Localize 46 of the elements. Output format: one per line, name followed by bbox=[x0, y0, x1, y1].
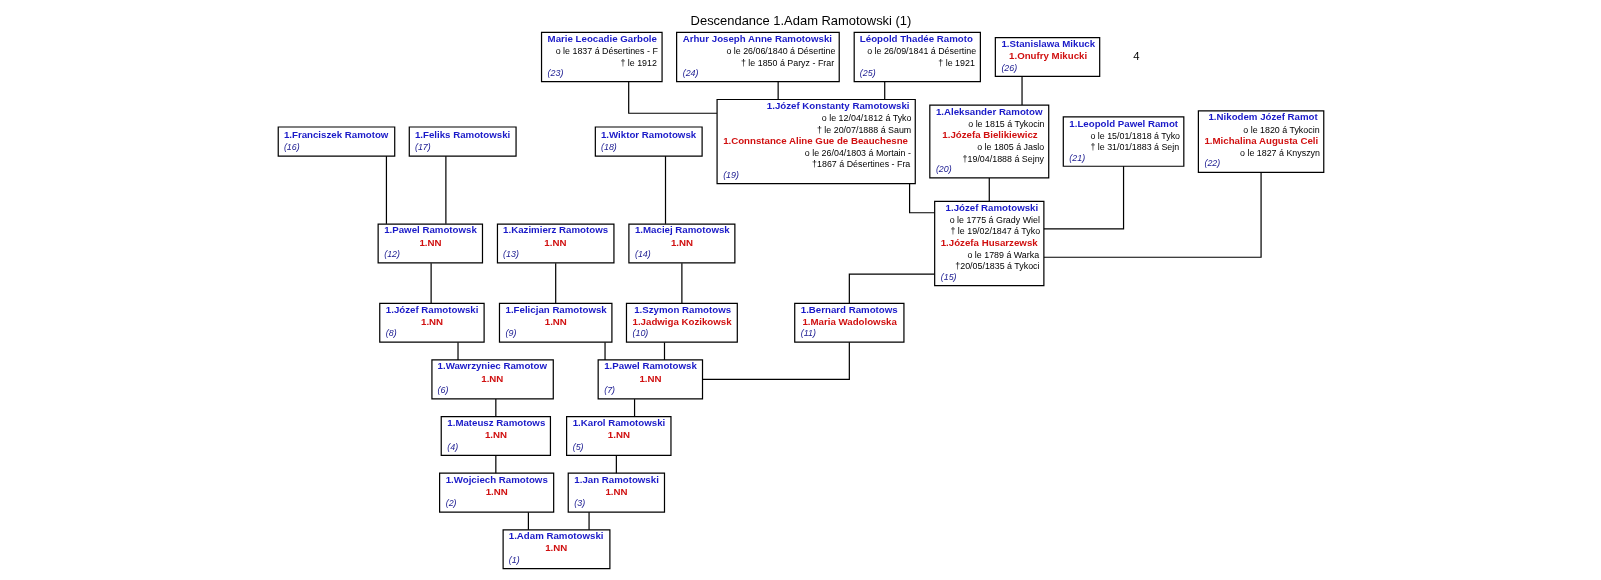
node-box: 1.Feliks Ramotowski (17) bbox=[408, 126, 517, 157]
node-box: 1.Józef Ramotowski o le 1775 á Grady Wiel † le 19/02/1847 á Tyko 1.Józefa Husarzewsk o le 1789 á Warka †20/05/1835 á Tykoci (15) bbox=[933, 200, 1044, 287]
node-box: Marie Leocadie Garbole o le 1837 á Désertines - F † le 1912 (23) bbox=[540, 31, 663, 83]
node-box: 1.Felicjan Ramotowsk 1.NN (9) bbox=[498, 302, 613, 343]
node-box: 1.Aleksander Ramotow o le 1815 á Tykocin 1.Józefa Bielikiewicz o le 1805 á Jaslo †19/04/1888 á Sejny (20) bbox=[928, 104, 1049, 179]
node-box: 1.Jan Ramotowski 1.NN (3) bbox=[567, 472, 665, 513]
connector bbox=[680, 262, 682, 304]
connector bbox=[430, 262, 432, 304]
connector bbox=[587, 511, 590, 531]
node-box: 1.Karol Ramotowski 1.NN (5) bbox=[565, 416, 672, 457]
node-box: 1.Nikodem Józef Ramot o le 1820 á Tykocin 1.Michalina Augusta Celi o le 1827 á Knyszyn (22) bbox=[1197, 110, 1324, 173]
node-box: 1.Pawel Ramotowsk 1.NN (12) bbox=[377, 223, 483, 264]
node-box: 1.Józef Ramotowski 1.NN (8) bbox=[378, 302, 485, 343]
node-box: 1.Wawrzyniec Ramotow 1.NN (6) bbox=[430, 359, 554, 400]
connector bbox=[701, 341, 850, 380]
node-box: 1.Stanislawa Mikuck 1.Onufry Mikucki (26) bbox=[994, 37, 1100, 78]
connector bbox=[777, 81, 779, 100]
connector bbox=[988, 177, 990, 202]
node-box: 1.Józef Konstanty Ramotowski o le 12/04/1812 á Tyko † le 20/07/1888 á Saum 1.Connstance Aline Gue de Beauchesne o le 26/04/1803 á Mortain - †1867 á Désertines - Fra (19) bbox=[715, 98, 916, 185]
connector bbox=[603, 341, 606, 361]
diagram-title: Descendance 1.Adam Ramotowski (1) bbox=[690, 12, 911, 28]
node-box: Arhur Joseph Anne Ramotowski o le 26/06/1840 á Désertine † le 1850 á Paryz - Frar (24) bbox=[675, 31, 840, 83]
connector bbox=[1020, 75, 1023, 106]
node-box: Léopold Thadée Ramoto o le 26/09/1841 á Désertine † le 1921 (25) bbox=[853, 31, 981, 83]
node-box: 1.Maciej Ramotowsk 1.NN (14) bbox=[627, 223, 735, 264]
node-box: 1.Wiktor Ramotowsk (18) bbox=[594, 126, 703, 157]
connector bbox=[385, 155, 387, 225]
node-box: 1.Franciszek Ramotow (16) bbox=[277, 126, 395, 157]
connector bbox=[664, 155, 666, 225]
node-box: 1.Leopold Pawel Ramot o le 15/01/1818 á Tyko † le 31/01/1883 á Sejn (21) bbox=[1062, 116, 1184, 167]
node-box: 1.Szymon Ramotows 1.Jadwiga Kozikowsk (10) bbox=[625, 302, 738, 343]
connector bbox=[554, 262, 556, 304]
node-box: 1.Bernard Ramotows 1.Maria Wadolowska (11) bbox=[793, 302, 905, 343]
node-box: 1.Pawel Ramotowsk 1.NN (7) bbox=[597, 359, 703, 400]
connector bbox=[627, 81, 718, 114]
connector bbox=[848, 273, 935, 304]
node-box: 1.Mateusz Ramotows 1.NN (4) bbox=[440, 416, 551, 457]
connector bbox=[1042, 165, 1124, 230]
connector bbox=[908, 183, 935, 214]
label: 4 bbox=[1132, 50, 1140, 63]
connector bbox=[456, 341, 459, 361]
node-box: 1.Kazimierz Ramotows 1.NN (13) bbox=[496, 223, 615, 264]
connector bbox=[444, 155, 446, 225]
node-box: 1.Adam Ramotowski 1.NN (1) bbox=[502, 529, 610, 570]
connector bbox=[1042, 171, 1262, 258]
node-box: 1.Wojciech Ramotows 1.NN (2) bbox=[438, 472, 554, 513]
